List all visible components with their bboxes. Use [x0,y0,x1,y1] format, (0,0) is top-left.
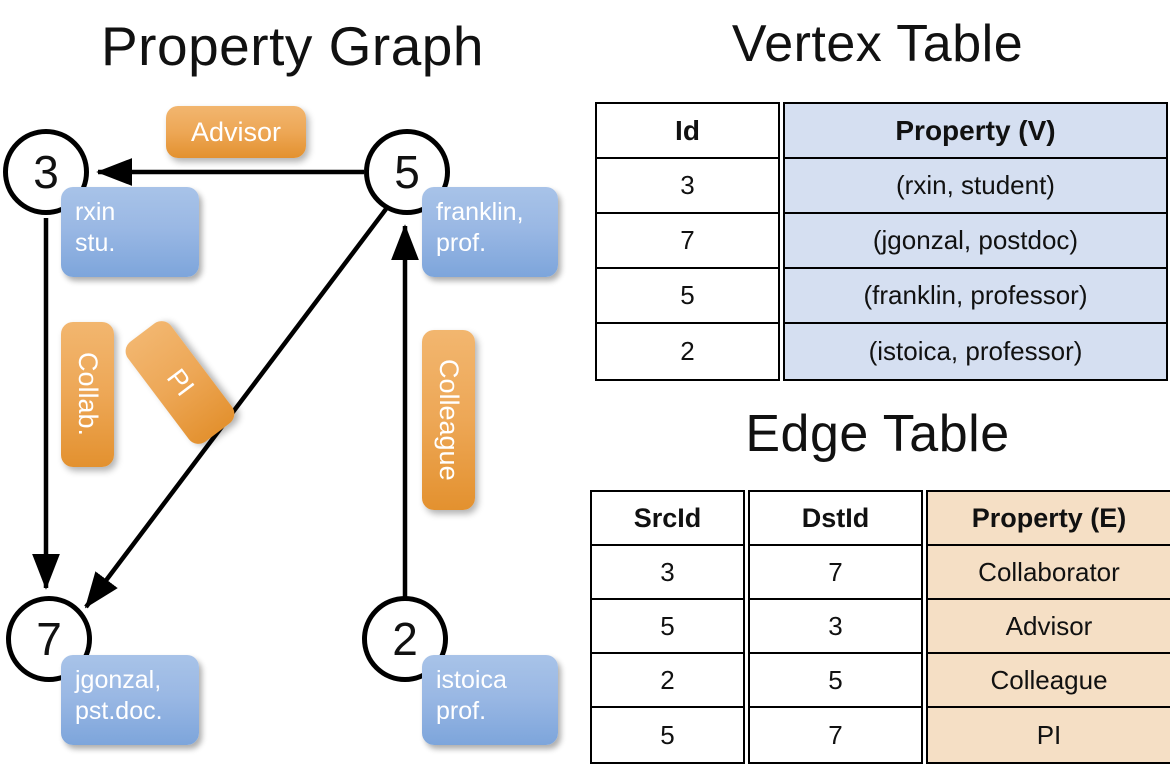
node-property-line: prof. [436,696,487,725]
edge-table-header-dstid: DstId [750,492,921,546]
table-row: (istoica, professor) [868,336,1083,366]
table-row: 7 [828,719,843,750]
vertex-table-header-id: Id [597,104,778,159]
node-property-box-7: jgonzal, pst.doc. [61,655,199,745]
node-property-box-5: franklin, prof. [422,187,558,277]
table-row: (jgonzal, postdoc) [785,214,1166,269]
table-row: 2 [592,654,743,708]
table-row: Collaborator [928,546,1170,600]
vertex-table-id-column: Id 3 7 5 2 [595,102,780,381]
node-property-line: pst.doc. [75,696,163,725]
edge-label-advisor: Advisor [166,106,306,158]
edge-label-colleague: Colleague [422,330,475,510]
vertex-table-header-property: Property (V) [785,104,1166,159]
table-row: 7 [750,546,921,600]
table-row: 5 [597,269,778,324]
node-property-line: rxin [75,198,116,226]
node-property-line: stu. [75,228,116,257]
edge-table: SrcId 3 5 2 5 DstId 7 3 5 7 Property (E)… [590,490,1170,764]
table-row: 5 [592,600,743,654]
table-row: 3 [597,159,778,214]
table-row: (franklin, professor) [785,269,1166,324]
node-property-box-3: rxin stu. [61,187,199,277]
table-row: 3 [750,600,921,654]
table-row: 2 [680,336,695,366]
page-title-edge-table: Edge Table [745,405,1010,463]
node-property-line: franklin, [436,198,524,226]
table-row: 3 [592,546,743,600]
graph-node-5[interactable]: 5 [364,129,450,215]
node-property-box-2: istoica prof. [422,655,558,745]
node-property-line: jgonzal, [75,666,162,694]
vertex-table-property-column: Property (V) (rxin, student) (jgonzal, p… [783,102,1168,381]
edge-label-collab: Collab. [61,322,114,467]
page-title-property-graph: Property Graph [100,15,484,77]
table-row: (rxin, student) [785,159,1166,214]
edge-table-srcid-column: SrcId 3 5 2 5 [590,490,745,764]
property-graph-panel: 3 5 7 2 rxin stu. franklin, prof. jgonza… [0,0,585,760]
table-row: PI [1036,719,1062,750]
page-title-vertex-table: Vertex Table [731,15,1024,73]
edge-arrow-5-to-7 [84,207,388,609]
edge-table-property-column: Property (E) Collaborator Advisor Collea… [926,490,1170,764]
node-property-line: prof. [436,228,487,257]
vertex-table: Id 3 7 5 2 Property (V) (rxin, student) … [595,102,1168,381]
graph-edges-layer [32,158,419,609]
edge-table-header-srcid: SrcId [592,492,743,546]
edge-table-header-property: Property (E) [928,492,1170,546]
table-row: Colleague [928,654,1170,708]
table-row: 5 [750,654,921,708]
table-row: 7 [597,214,778,269]
table-row: 5 [660,719,675,750]
edge-table-dstid-column: DstId 7 3 5 7 [748,490,923,764]
node-property-line: istoica [436,666,507,694]
graph-node-2[interactable]: 2 [362,596,448,682]
table-row: Advisor [928,600,1170,654]
